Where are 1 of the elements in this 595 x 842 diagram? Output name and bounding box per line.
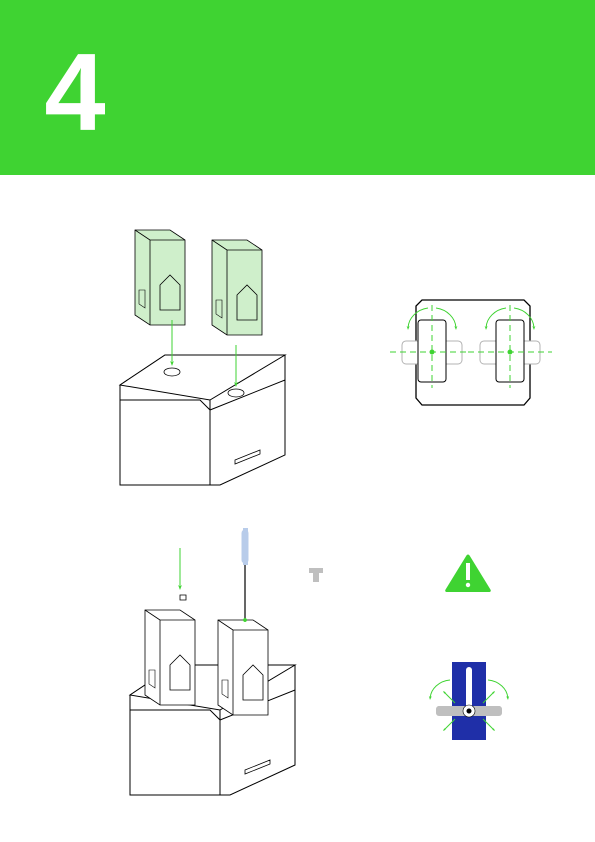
step-number: 4: [46, 54, 105, 130]
